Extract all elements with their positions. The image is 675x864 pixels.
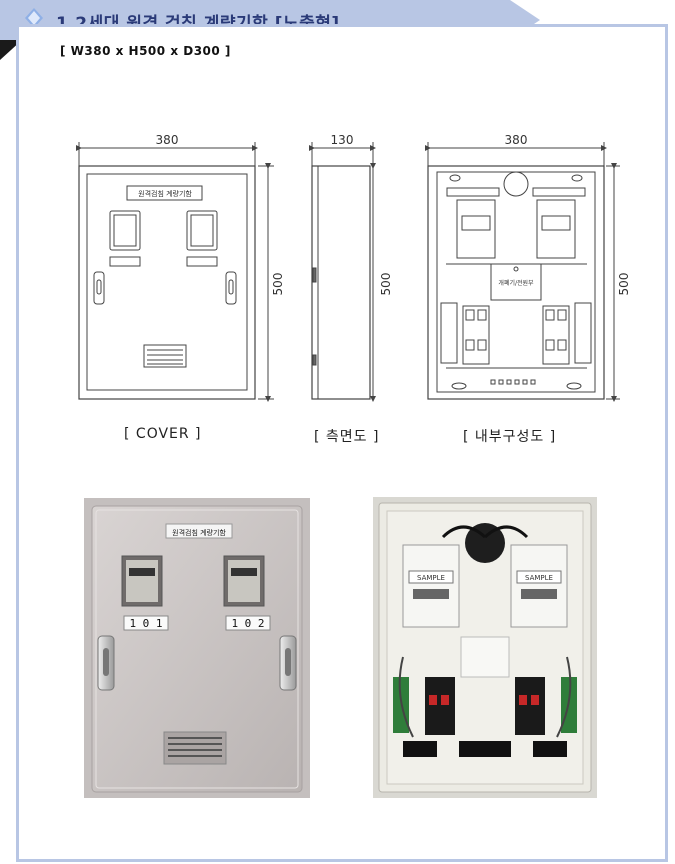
side-height-label: 500: [379, 273, 393, 296]
unit-plate-left: [109, 256, 141, 267]
sample-label-left: SAMPLE: [417, 574, 445, 582]
caption-cover: [ COVER ]: [124, 426, 202, 442]
interior-height-label: 500: [617, 273, 631, 296]
front-photo: 원격검침 계량기함 1 0 1 1 0 2: [84, 498, 310, 798]
cable-entry: [503, 171, 529, 197]
cover-width-label: 380: [156, 133, 179, 147]
caption-side: [ 측면도 ]: [314, 429, 380, 445]
photo-breaker-right: [515, 677, 545, 735]
cover-plate-label: 원격검침 계량기함: [138, 189, 192, 198]
meter-left: [456, 199, 496, 259]
meter-right: [536, 199, 576, 259]
interior-center-label: 개폐기/전원부: [498, 279, 534, 287]
photo-vent: [163, 731, 227, 765]
breaker-left: [462, 305, 490, 365]
interior-width-label: 380: [505, 133, 528, 147]
photo-meter-left: [402, 544, 460, 628]
dimension-spec: [ W380 x H500 x D300 ]: [60, 44, 231, 58]
meter-window-right: [186, 210, 218, 251]
breaker-right: [542, 305, 570, 365]
cable-gland: [465, 523, 505, 563]
unit-number-right: 1 0 2: [231, 617, 264, 630]
photo-nameplate: [165, 523, 233, 539]
side-width-label: 130: [331, 133, 354, 147]
technical-drawings: 380 500 원격검침 계량기함 130 500: [76, 133, 631, 402]
unit-plate-right: [186, 256, 218, 267]
interior-drawing: [425, 142, 620, 402]
handle-right: [225, 271, 237, 305]
photo-plate-label: 원격검침 계량기함: [172, 528, 226, 537]
photo-breaker-left: [425, 677, 455, 735]
side-drawing: [309, 142, 376, 402]
cover-vent: [143, 344, 187, 368]
cover-nameplate: [126, 185, 203, 201]
handle-left: [93, 271, 105, 305]
photo-meter-right: [510, 544, 568, 628]
cover-height-label: 500: [271, 273, 285, 296]
caption-interior: [ 내부구성도 ]: [463, 429, 557, 445]
meter-window-left: [109, 210, 141, 251]
cover-drawing: [76, 142, 274, 402]
unit-number-left: 1 0 1: [129, 617, 162, 630]
inside-photo: SAMPLE SAMPLE: [373, 497, 597, 798]
sample-label-right: SAMPLE: [525, 574, 553, 582]
